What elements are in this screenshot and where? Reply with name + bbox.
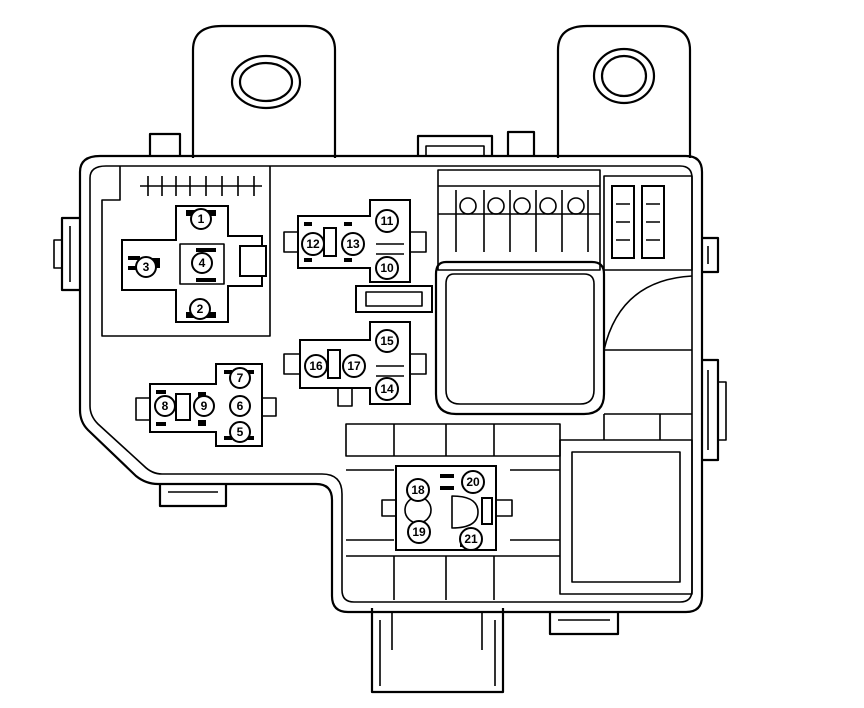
large-cavity [434,260,693,416]
svg-text:3: 3 [143,260,150,274]
callout-17: 17 [342,354,366,378]
svg-text:21: 21 [464,532,478,546]
callout-2: 2 [189,298,211,320]
callout-11: 11 [375,209,399,233]
svg-text:14: 14 [380,382,394,396]
side-clip-right-upper [702,236,720,274]
callout-5: 5 [229,421,251,443]
relay-column-right [603,175,693,271]
callout-18: 18 [406,478,430,502]
callout-6: 6 [229,395,251,417]
svg-text:7: 7 [237,371,244,385]
svg-text:2: 2 [197,302,204,316]
callout-21: 21 [459,527,483,551]
callout-19: 19 [407,520,431,544]
svg-text:11: 11 [381,214,394,228]
connector-slot [355,285,433,313]
mounting-tab-bottom [370,608,505,694]
callout-10: 10 [375,256,399,280]
svg-text:6: 6 [237,399,244,413]
callout-7: 7 [229,367,251,389]
callout-3: 3 [135,256,157,278]
svg-text:4: 4 [199,256,206,270]
svg-text:13: 13 [346,237,360,251]
callout-8: 8 [154,395,176,417]
relay-block-e [381,465,513,551]
top-clips [148,130,536,156]
svg-text:1: 1 [198,212,205,226]
svg-text:18: 18 [411,483,425,497]
svg-text:15: 15 [380,334,394,348]
svg-text:8: 8 [162,399,169,413]
svg-text:17: 17 [347,359,361,373]
mounting-tab-left [191,24,337,158]
svg-text:9: 9 [201,399,208,413]
callout-20: 20 [461,470,485,494]
callout-1: 1 [190,208,212,230]
fuse-row [437,169,601,271]
side-clip-left [53,216,80,292]
svg-text:20: 20 [466,475,480,489]
callout-4: 4 [191,252,213,274]
svg-text:12: 12 [306,237,320,251]
compartment-lower-right [345,413,693,600]
callout-16: 16 [304,354,328,378]
callout-9: 9 [193,395,215,417]
callout-13: 13 [341,232,365,256]
svg-text:10: 10 [380,261,394,275]
callout-14: 14 [375,377,399,401]
svg-text:16: 16 [309,359,323,373]
svg-text:19: 19 [412,525,426,539]
svg-text:5: 5 [237,425,244,439]
callout-12: 12 [301,232,325,256]
bottom-clips [158,484,620,636]
side-clip-right-lower [702,358,727,462]
mounting-tab-right [556,24,692,158]
compartment-upper-left [101,166,271,337]
callout-15: 15 [375,329,399,353]
